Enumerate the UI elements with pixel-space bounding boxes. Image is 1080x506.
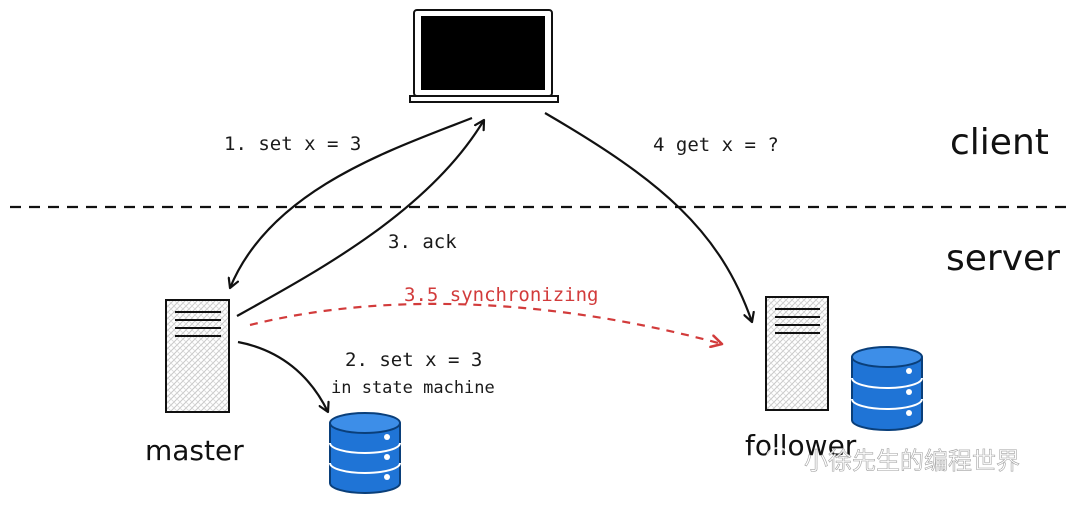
arrow-set-request	[230, 116, 473, 288]
laptop-icon	[409, 9, 559, 103]
master-server-icon	[165, 299, 230, 413]
step1-label: 1. set x = 3	[224, 133, 361, 155]
server-zone-label: server	[946, 238, 1060, 279]
step2-label-line1: 2. set x = 3	[345, 349, 482, 371]
arrow-apply-to-state-machine	[237, 340, 328, 412]
arrow-synchronizing	[249, 302, 722, 344]
watermark: 小徐先生的编程世界	[766, 447, 1020, 475]
step4-label: 4 get x = ?	[653, 134, 779, 156]
master-database-icon	[329, 412, 401, 494]
step2-label-line2: in state machine	[331, 378, 495, 398]
follower-server-icon	[765, 296, 829, 411]
arrow-get-request	[544, 112, 752, 322]
step35-label: 3.5 synchronizing	[404, 284, 598, 306]
watermark-text: 小徐先生的编程世界	[804, 447, 1020, 475]
client-zone-label: client	[950, 122, 1049, 163]
arrow-ack	[236, 120, 484, 317]
step3-label: 3. ack	[388, 231, 457, 253]
wechat-icon	[766, 447, 801, 474]
master-label: master	[145, 434, 244, 467]
follower-label: follower	[745, 429, 857, 462]
follower-database-icon	[851, 346, 923, 431]
